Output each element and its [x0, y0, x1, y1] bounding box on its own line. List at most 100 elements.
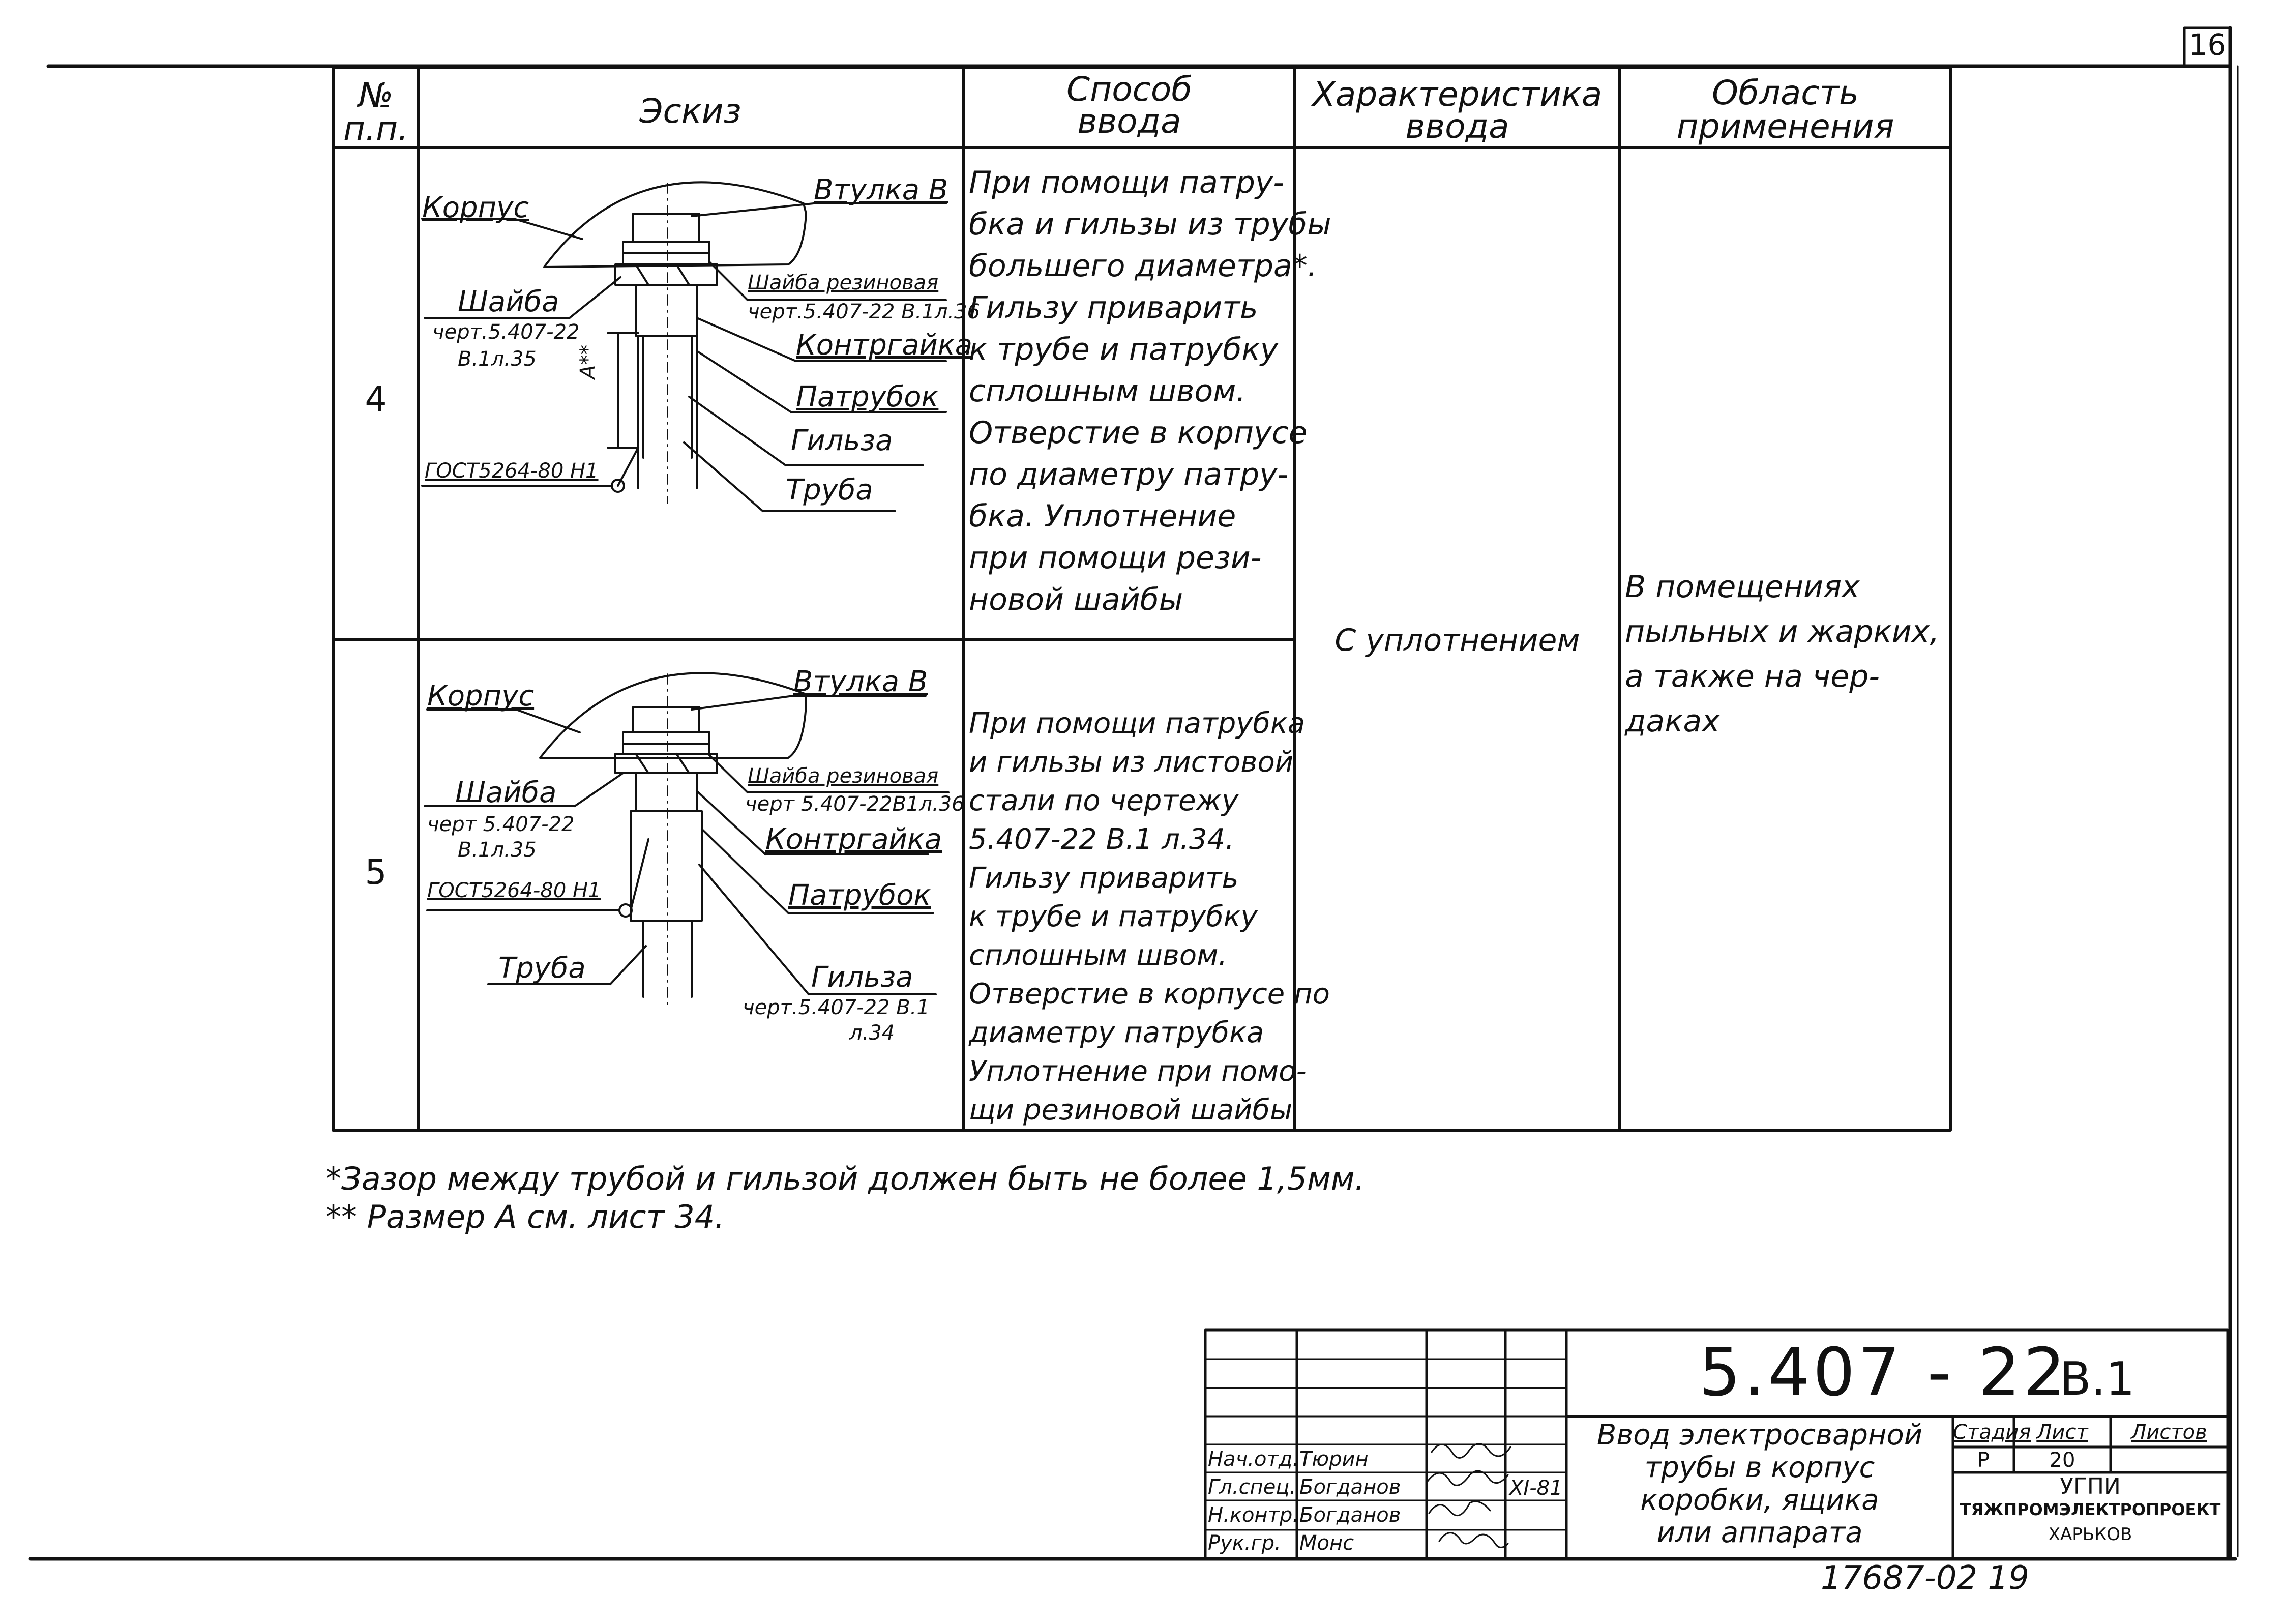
signature-4 — [1438, 1532, 1509, 1548]
label-patrubok: Патрубок — [796, 380, 939, 414]
row-4-number: 4 — [365, 379, 387, 420]
method-line: по диаметру патру- — [969, 457, 1289, 492]
col-sheet-label: Лист — [2036, 1421, 2088, 1444]
method-line: сплошным швом. — [969, 373, 1246, 409]
header-area: Область применения — [1676, 73, 1894, 146]
signature-1 — [1431, 1443, 1511, 1459]
area-line: В помещениях — [1625, 569, 1860, 605]
staff-name: Монс — [1299, 1531, 1354, 1555]
title-line: коробки, ящика — [1640, 1484, 1879, 1517]
method-line: новой шайбы — [969, 582, 1183, 617]
method-line: Гильзу приварить — [969, 862, 1239, 895]
method-line: сплошным швом. — [969, 939, 1228, 972]
staff-roles: Нач.отд. Гл.спец. Н.контр. Рук.гр. — [1208, 1445, 1299, 1557]
method-line: при помощи рези- — [969, 540, 1262, 576]
label-shaiba-rez: Шайба резиновая — [748, 271, 939, 294]
label-patrubok-5: Патрубок — [788, 879, 931, 912]
method-line: и гильзы из листовой — [969, 746, 1294, 779]
method-line: бка и гильзы из трубы — [969, 206, 1331, 242]
label-shaiba-ref2: В.1л.35 — [458, 347, 537, 371]
label-gilza: Гильза — [791, 424, 893, 457]
org-line-2: ТЯЖПРОМЭЛЕКТРОПРОЕКТ — [1960, 1500, 2221, 1519]
label-gost: ГОСТ5264-80 Н1 — [425, 459, 599, 483]
method-line: стали по чертежу — [969, 784, 1239, 817]
method-line: При помощи патрубка — [969, 707, 1306, 740]
label-shaiba-rez-ref: черт.5.407-22 В.1л.36 — [748, 300, 980, 323]
method-line: к трубе и патрубку — [969, 332, 1279, 367]
label-shaiba-rez-5: Шайба резиновая — [748, 764, 939, 788]
area-line: пыльных и жарких, — [1625, 614, 1940, 649]
method-line: Гильзу приварить — [969, 290, 1258, 326]
title-line: или аппарата — [1656, 1516, 1863, 1549]
staff-role: Гл.спец. — [1208, 1475, 1296, 1499]
label-gilza-5: Гильза — [811, 961, 913, 994]
label-shaiba: Шайба — [458, 285, 559, 318]
staff-role: Н.контр. — [1208, 1503, 1299, 1527]
characteristic-text: С уплотнением — [1334, 623, 1580, 658]
note-1: *Зазор между трубой и гильзой должен быт… — [325, 1160, 1365, 1197]
method-line: Уплотнение при помо- — [969, 1055, 1307, 1088]
method-line: бка. Уплотнение — [969, 498, 1236, 534]
date-stamp: XI-81 — [1509, 1477, 1563, 1500]
col-stage-label: Стадия — [1953, 1421, 2031, 1444]
label-kontrgaika: Контргайка — [796, 329, 973, 362]
method-line: Отверстие в корпусе — [969, 415, 1308, 451]
area-text: В помещениях пыльных и жарких, а также на … — [1625, 565, 1945, 744]
label-shaiba-rez-ref-5: черт 5.407-22В1л.36 — [745, 792, 965, 816]
method-line: диаметру патрубка — [969, 1016, 1264, 1049]
label-korpus-5: Корпус — [427, 680, 535, 713]
label-dim-a: А** — [576, 344, 600, 379]
label-shaiba-5: Шайба — [455, 776, 557, 809]
org-line-3: ХАРЬКОВ — [2048, 1524, 2132, 1545]
label-vtulka-5: Втулка В — [793, 665, 928, 698]
method-text-row-4: При помощи патру-бка и гильзы из трубы бо… — [969, 162, 1331, 621]
signature-3 — [1428, 1500, 1491, 1516]
col-sheets-label: Листов — [2131, 1421, 2207, 1444]
org-line-1: УГПИ — [2060, 1473, 2121, 1499]
stage-value: Р — [1977, 1449, 1990, 1472]
header-characteristic: Характеристика ввода — [1312, 75, 1603, 146]
staff-role: Рук.гр. — [1208, 1531, 1281, 1555]
label-gilza-ref2-5: л.34 — [849, 1021, 895, 1045]
method-line: 5.407-22 В.1 л.34. — [969, 823, 1234, 856]
method-text-row-5: При помощи патрубка и гильзы из листовой с… — [969, 704, 1330, 1130]
header-sketch: Эскиз — [639, 92, 741, 131]
staff-role: Нач.отд. — [1208, 1448, 1299, 1471]
label-gost-5: ГОСТ5264-80 Н1 — [427, 879, 601, 902]
signature-2 — [1426, 1470, 1509, 1486]
method-line: При помощи патру- — [969, 165, 1284, 200]
label-vtulka: Втулка В — [814, 173, 948, 206]
label-shaiba-ref2-5: В.1л.35 — [458, 838, 537, 862]
staff-name: Богданов — [1299, 1475, 1401, 1499]
note-2: ** Размер А см. лист 34. — [325, 1198, 725, 1235]
header-num: № п.п. — [343, 76, 409, 149]
doc-volume: В.1 — [2060, 1352, 2135, 1406]
footer-number: 17687-02 19 — [1821, 1559, 2029, 1597]
method-line: щи резиновой шайбы — [969, 1094, 1293, 1127]
method-line: большего диаметра*. — [969, 248, 1317, 284]
area-line: даках — [1625, 703, 1720, 739]
sheet-corner-number: 16 — [2188, 27, 2227, 62]
label-shaiba-ref1: черт.5.407-22 — [432, 320, 580, 344]
title-line: Ввод электросварной — [1596, 1419, 1923, 1452]
staff-name: Тюрин — [1299, 1448, 1369, 1471]
method-line: Отверстие в корпусе по — [969, 978, 1330, 1011]
label-truba: Труба — [786, 474, 873, 507]
label-kontrgaika-5: Контргайка — [765, 823, 942, 856]
header-method: Способ ввода — [1066, 70, 1192, 141]
area-line: а также на чер- — [1625, 659, 1880, 694]
staff-name: Богданов — [1299, 1503, 1401, 1527]
label-gilza-ref1-5: черт.5.407-22 В.1 — [743, 996, 930, 1019]
label-korpus: Корпус — [422, 191, 529, 224]
sheet-value: 20 — [2049, 1449, 2075, 1472]
method-line: к трубе и патрубку — [969, 900, 1258, 933]
row-5-number: 5 — [365, 852, 387, 893]
label-truba-5: Труба — [498, 952, 586, 985]
label-shaiba-ref1-5: черт 5.407-22 — [427, 813, 575, 836]
title-line: трубы в корпус — [1644, 1451, 1875, 1484]
doc-code: 5.407 - 22 — [1699, 1334, 2069, 1411]
